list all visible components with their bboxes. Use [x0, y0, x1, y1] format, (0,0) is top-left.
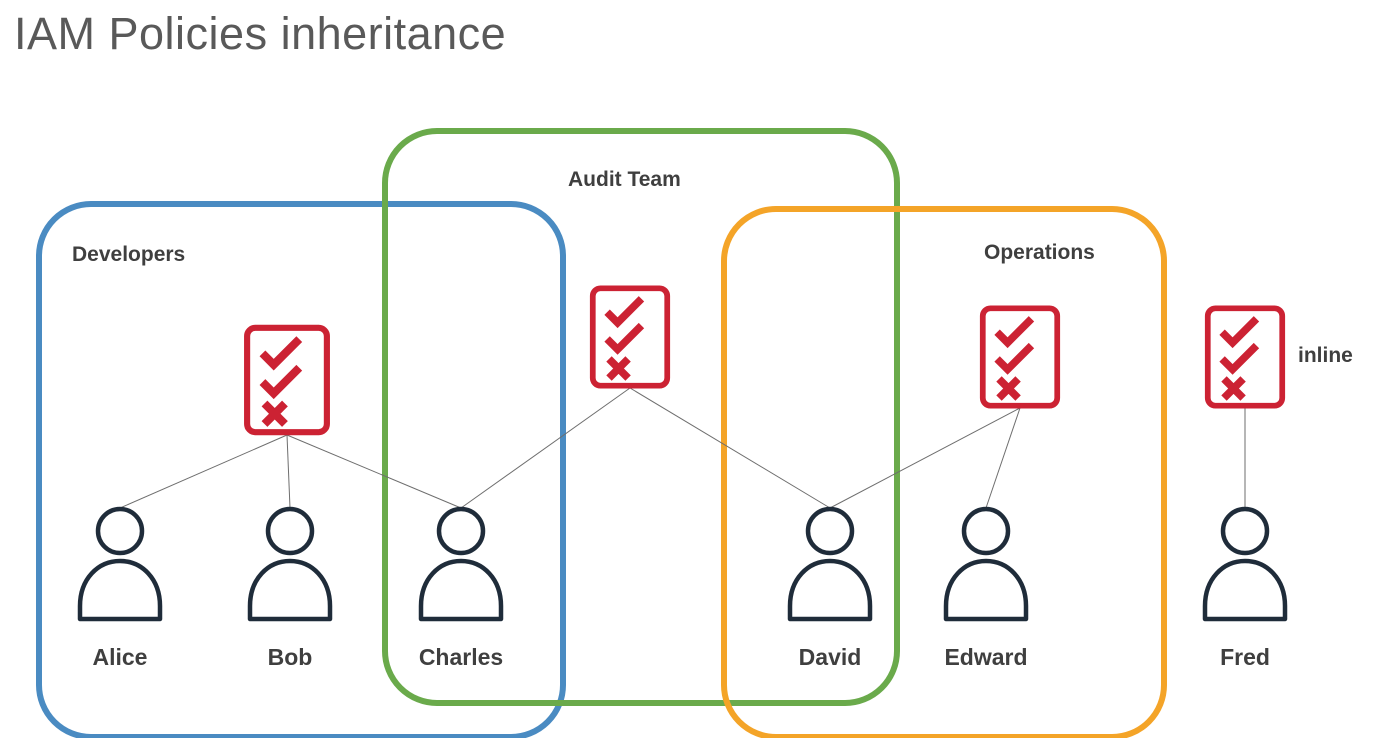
group-label-audit-team: Audit Team [568, 168, 681, 191]
policy-checklist-icon [979, 305, 1061, 409]
policy-checklist-icon [244, 324, 330, 436]
person-icon [247, 506, 333, 622]
policy-document-audit-team [588, 283, 672, 391]
user-icon-alice [72, 504, 168, 622]
diagram-title: IAM Policies inheritance [14, 8, 507, 59]
user-label-alice: Alice [92, 644, 148, 670]
policy-checklist-icon [1204, 305, 1286, 409]
user-icon-fred [1197, 504, 1293, 622]
user-icon-edward [938, 504, 1034, 622]
policy-checklist-icon [589, 285, 671, 389]
policy-document-operations [978, 303, 1062, 411]
user-label-bob: Bob [267, 644, 313, 670]
user-label-edward: Edward [944, 644, 1028, 670]
user-icon-bob [242, 504, 338, 622]
policy-document-inline [1203, 303, 1287, 411]
person-icon [77, 506, 163, 622]
inline-policy-label: inline [1298, 344, 1353, 367]
group-label-operations: Operations [984, 241, 1095, 264]
person-icon [787, 506, 873, 622]
user-label-fred: Fred [1220, 644, 1270, 670]
user-icon-david [782, 504, 878, 622]
person-icon [943, 506, 1029, 622]
policy-document-developers [242, 322, 332, 438]
user-icon-charles [413, 504, 509, 622]
user-label-charles: Charles [418, 644, 504, 670]
person-icon [418, 506, 504, 622]
group-label-developers: Developers [72, 243, 186, 266]
person-icon [1202, 506, 1288, 622]
user-label-david: David [798, 644, 862, 670]
